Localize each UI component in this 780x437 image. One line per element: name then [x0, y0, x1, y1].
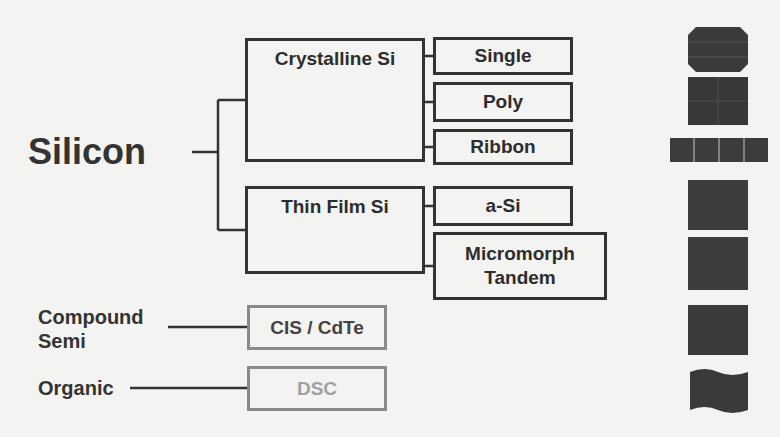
category-box: Poly [433, 82, 573, 122]
box-label: Ribbon [464, 135, 541, 159]
group-label: Compound Semi [38, 305, 160, 353]
category-box: Crystalline Si [245, 38, 425, 162]
category-box: CIS / CdTe [247, 305, 387, 350]
connector [425, 146, 433, 149]
box-label: Thin Film Si [275, 195, 395, 219]
box-label: Micromorph Tandem [439, 242, 601, 290]
category-box: a-Si [433, 186, 573, 226]
box-label: DSC [291, 377, 343, 401]
bracket [130, 100, 247, 388]
connector [425, 205, 433, 208]
box-label: Crystalline Si [269, 47, 401, 71]
box-label: CIS / CdTe [264, 316, 370, 340]
group-label: Organic [38, 376, 114, 400]
connector [425, 101, 433, 104]
category-box: Micromorph Tandem [433, 232, 607, 300]
box-label: Poly [477, 90, 529, 114]
box-label: a-Si [480, 194, 527, 218]
connector [425, 55, 433, 58]
category-box: DSC [247, 366, 387, 411]
category-box: Thin Film Si [245, 186, 425, 274]
group-label: Silicon [28, 130, 146, 173]
category-box: Single [433, 37, 573, 75]
connector [425, 265, 433, 268]
category-box: Ribbon [433, 129, 573, 165]
cell-icons [670, 27, 768, 413]
box-label: Single [468, 44, 537, 68]
